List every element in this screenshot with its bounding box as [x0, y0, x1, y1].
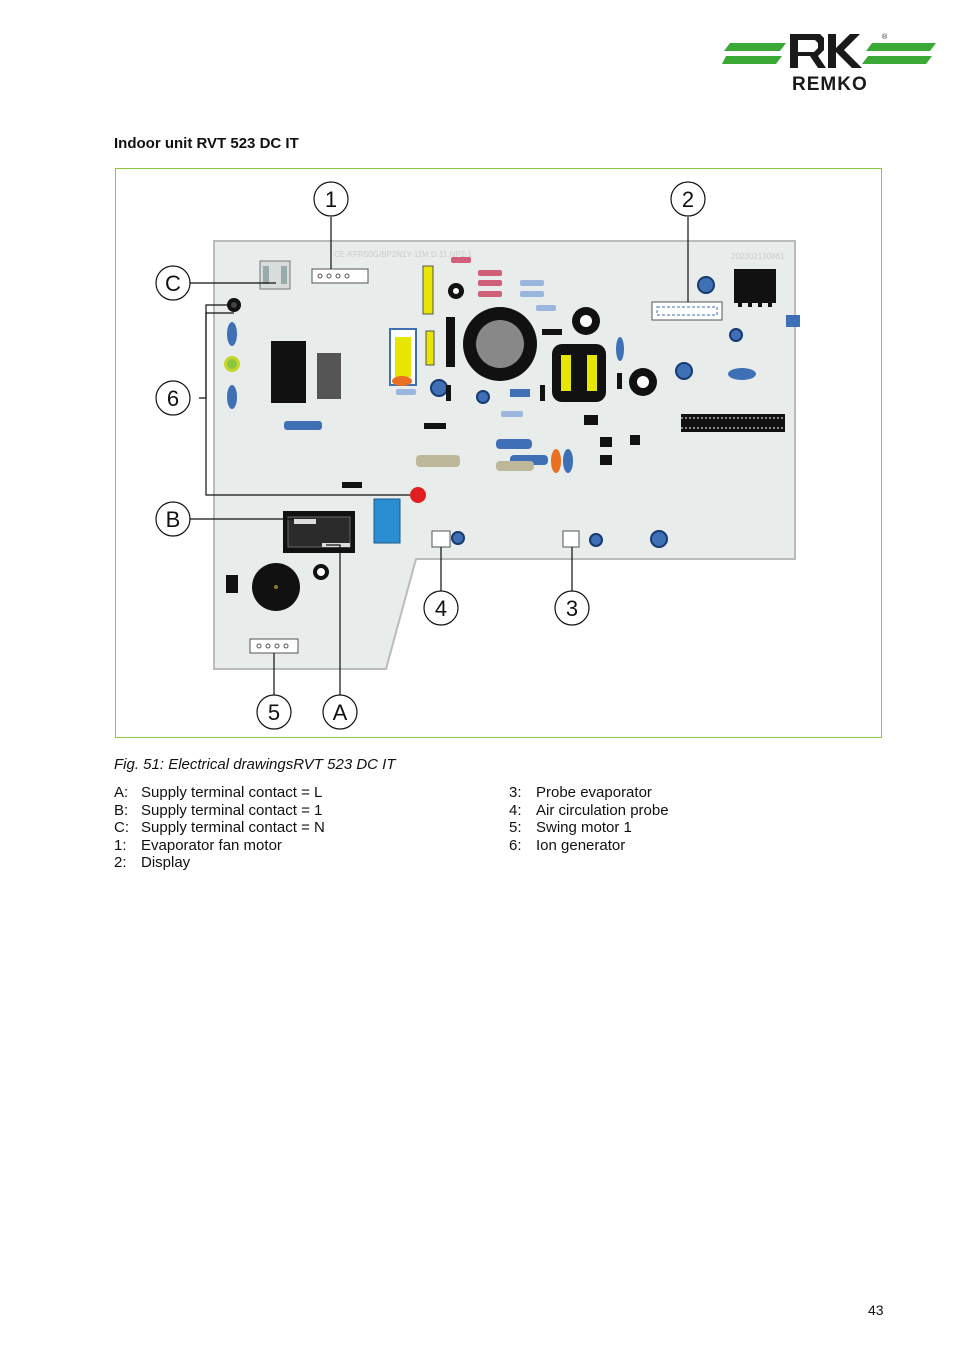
- callout-b: B: [155, 501, 191, 537]
- legend-text: Supply terminal contact = L: [141, 784, 323, 801]
- connector-3: [562, 530, 580, 548]
- callout-3: 3: [554, 590, 590, 626]
- ic-strip: [681, 414, 785, 432]
- legend-right: 3: Probe evaporator 4: Air circulation p…: [509, 784, 669, 854]
- page-number: 43: [868, 1302, 884, 1318]
- callout-1: 1: [313, 181, 349, 217]
- legend-key: C:: [114, 819, 129, 836]
- legend-item: 6: Ion generator: [509, 837, 669, 855]
- svg-text:3: 3: [566, 596, 578, 621]
- legend-key: 6:: [509, 836, 522, 854]
- connector-2-display: [651, 301, 723, 321]
- legend-left: A: Supply terminal contact = L B: Supply…: [114, 784, 325, 872]
- callout-c: C: [155, 265, 191, 301]
- legend-key: 5:: [509, 819, 522, 836]
- legend-item: C: Supply terminal contact = N: [114, 819, 325, 837]
- yellow-cap-2: [425, 330, 435, 366]
- callout-a: A: [322, 694, 358, 730]
- brand-name: REMKO: [792, 74, 868, 94]
- pcb-figure: CE-KFR50G/BP2N1Y-11M.D.11.NP2-1 20230213…: [115, 168, 882, 738]
- relay-black: [271, 341, 306, 403]
- remko-logo: ® REMKO: [722, 28, 938, 95]
- svg-text:5: 5: [268, 700, 280, 725]
- legend-item: 5: Swing motor 1: [509, 819, 669, 837]
- legend-item: 3: Probe evaporator: [509, 784, 669, 802]
- connector-4: [431, 530, 451, 548]
- legend-text: Ion generator: [536, 836, 626, 854]
- legend-item: 2: Display: [114, 854, 325, 872]
- board-model-text: CE-KFR50G/BP2N1Y-11M.D.11.NP2-1: [334, 250, 473, 259]
- page-heading: Indoor unit RVT 523 DC IT: [114, 135, 299, 152]
- legend-text: Evaporator fan motor: [141, 836, 282, 854]
- figure-caption: Fig. 51: Electrical drawingsRVT 523 DC I…: [114, 756, 396, 773]
- legend-text: Swing motor 1: [536, 819, 632, 836]
- legend-text: Supply terminal contact = 1: [141, 801, 323, 819]
- legend-key: A:: [114, 784, 129, 801]
- yellow-cap-1: [422, 265, 434, 315]
- callout-5: 5: [256, 694, 292, 730]
- svg-text:®: ®: [882, 33, 888, 41]
- legend-item: 4: Air circulation probe: [509, 802, 669, 820]
- callout-4: 4: [423, 590, 459, 626]
- legend-key: 1:: [114, 836, 127, 854]
- svg-text:A: A: [333, 700, 348, 725]
- legend-text: Display: [141, 854, 191, 871]
- relay-grey: [317, 353, 341, 399]
- board-serial-text: 202302130861: [731, 252, 785, 261]
- led-red: [410, 487, 426, 503]
- legend-key: B:: [114, 801, 129, 819]
- legend-item: A: Supply terminal contact = L: [114, 784, 325, 802]
- legend-item: 1: Evaporator fan motor: [114, 837, 325, 855]
- legend-text: Probe evaporator: [536, 784, 652, 801]
- svg-text:C: C: [165, 271, 181, 296]
- callout-6: 6: [155, 380, 191, 416]
- legend-key: 2:: [114, 854, 127, 871]
- svg-text:1: 1: [325, 187, 337, 212]
- svg-text:4: 4: [435, 596, 447, 621]
- svg-text:B: B: [166, 507, 181, 532]
- pcb-board: [213, 240, 796, 670]
- legend-key: 4:: [509, 801, 522, 819]
- svg-text:6: 6: [167, 386, 179, 411]
- svg-text:2: 2: [682, 187, 694, 212]
- callout-2: 2: [670, 181, 706, 217]
- legend-key: 3:: [509, 784, 522, 801]
- legend-item: B: Supply terminal contact = 1: [114, 802, 325, 820]
- blue-relay: [373, 498, 401, 544]
- legend-text: Air circulation probe: [536, 801, 669, 819]
- legend-text: Supply terminal contact = N: [141, 819, 325, 836]
